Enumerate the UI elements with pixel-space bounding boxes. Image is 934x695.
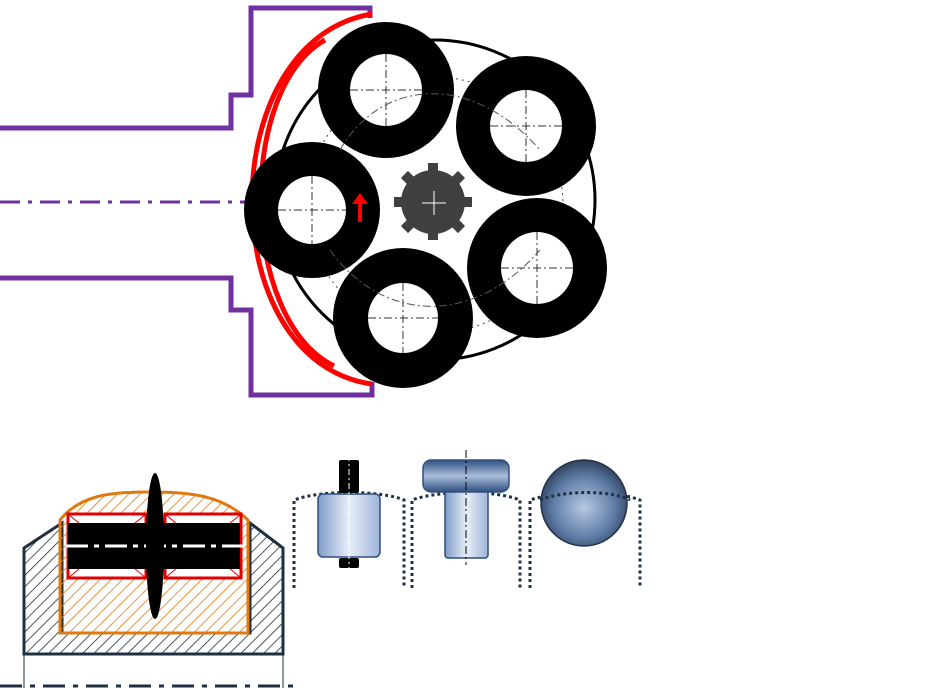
roller <box>333 248 473 388</box>
splined-hub <box>394 163 472 240</box>
freewheel-figure <box>0 5 607 398</box>
roller <box>244 142 380 278</box>
ball-part <box>540 459 628 547</box>
parts-row <box>292 450 642 588</box>
housing-outline-top <box>0 5 373 131</box>
center-cross-icon <box>422 191 446 215</box>
screw-part <box>422 450 510 565</box>
dotted-socket <box>410 491 522 588</box>
roller <box>318 22 454 158</box>
section-view <box>0 473 293 688</box>
vertical-pin <box>146 473 164 619</box>
roller-path-arc <box>329 249 541 307</box>
housing-outline-bottom <box>0 275 375 398</box>
dotted-socket-rim <box>539 491 631 502</box>
roller <box>456 56 596 196</box>
rivet-part <box>317 455 381 572</box>
roller <box>467 198 607 338</box>
direction-arrow-icon <box>352 193 368 222</box>
